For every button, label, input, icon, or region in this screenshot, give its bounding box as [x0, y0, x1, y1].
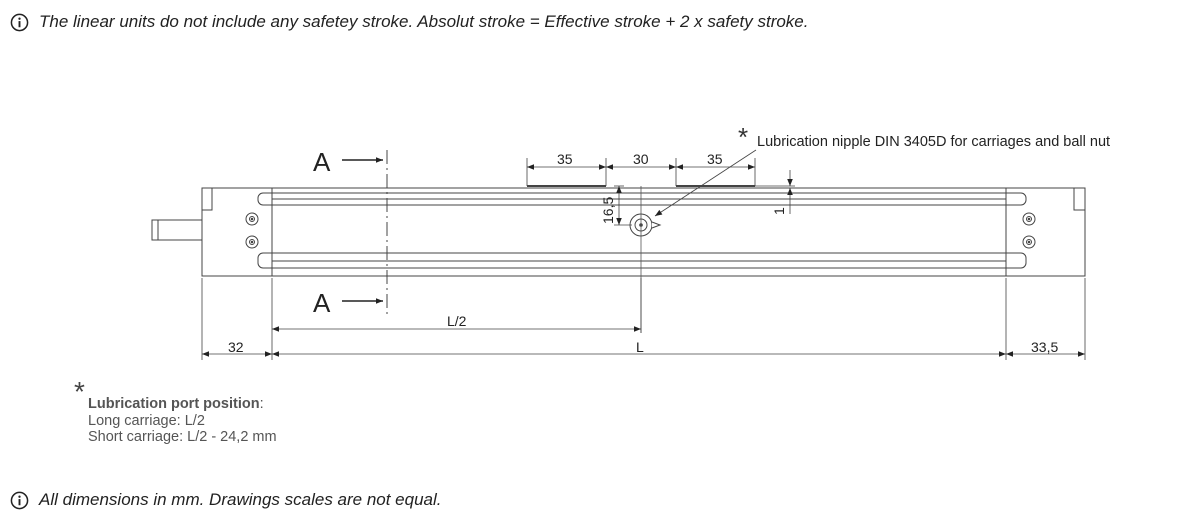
info-circle-icon: [10, 13, 29, 31]
lubrication-port-note: Lubrication port position: Long carriage…: [88, 396, 277, 446]
dim-35-right: 35: [707, 151, 723, 167]
section-label-bottom: A: [313, 288, 331, 318]
top-note: The linear units do not include any safe…: [10, 12, 808, 32]
dim-16-5: 16,5: [600, 197, 616, 224]
dim-left-end: 32: [228, 339, 244, 355]
dim-35-left: 35: [557, 151, 573, 167]
info-circle-icon: [10, 491, 29, 509]
length-dimensions: [201, 278, 1086, 360]
dim-right-end: 33,5: [1031, 339, 1058, 355]
short-carriage-text: Short carriage: L/2 - 24,2 mm: [88, 429, 277, 445]
dim-30: 30: [633, 151, 649, 167]
section-line: [342, 150, 388, 316]
dim-1-lines: [755, 170, 795, 214]
port-star: *: [74, 376, 85, 407]
bottom-note: All dimensions in mm. Drawings scales ar…: [10, 490, 442, 510]
lubrication-star-top: *: [738, 122, 748, 152]
top-note-text: The linear units do not include any safe…: [39, 12, 809, 31]
screw-holes: [245, 212, 1036, 249]
dim-length: L: [636, 339, 644, 355]
carriage-dimensions: [526, 158, 756, 186]
dim-half-length: L/2: [447, 313, 467, 329]
lubrication-nipple-label: Lubrication nipple DIN 3405D for carriag…: [757, 134, 1110, 150]
lubrication-leader: [654, 149, 757, 217]
drive-shaft: [151, 219, 205, 241]
long-carriage-text: Long carriage: L/2: [88, 412, 205, 429]
dim-1: 1: [771, 207, 787, 215]
section-label-top: A: [313, 147, 331, 177]
port-title: Lubrication port position: [88, 396, 260, 412]
dim-16-5-lines: [614, 185, 632, 226]
bottom-note-text: All dimensions in mm. Drawings scales ar…: [39, 490, 442, 509]
port-colon: :: [259, 396, 264, 412]
